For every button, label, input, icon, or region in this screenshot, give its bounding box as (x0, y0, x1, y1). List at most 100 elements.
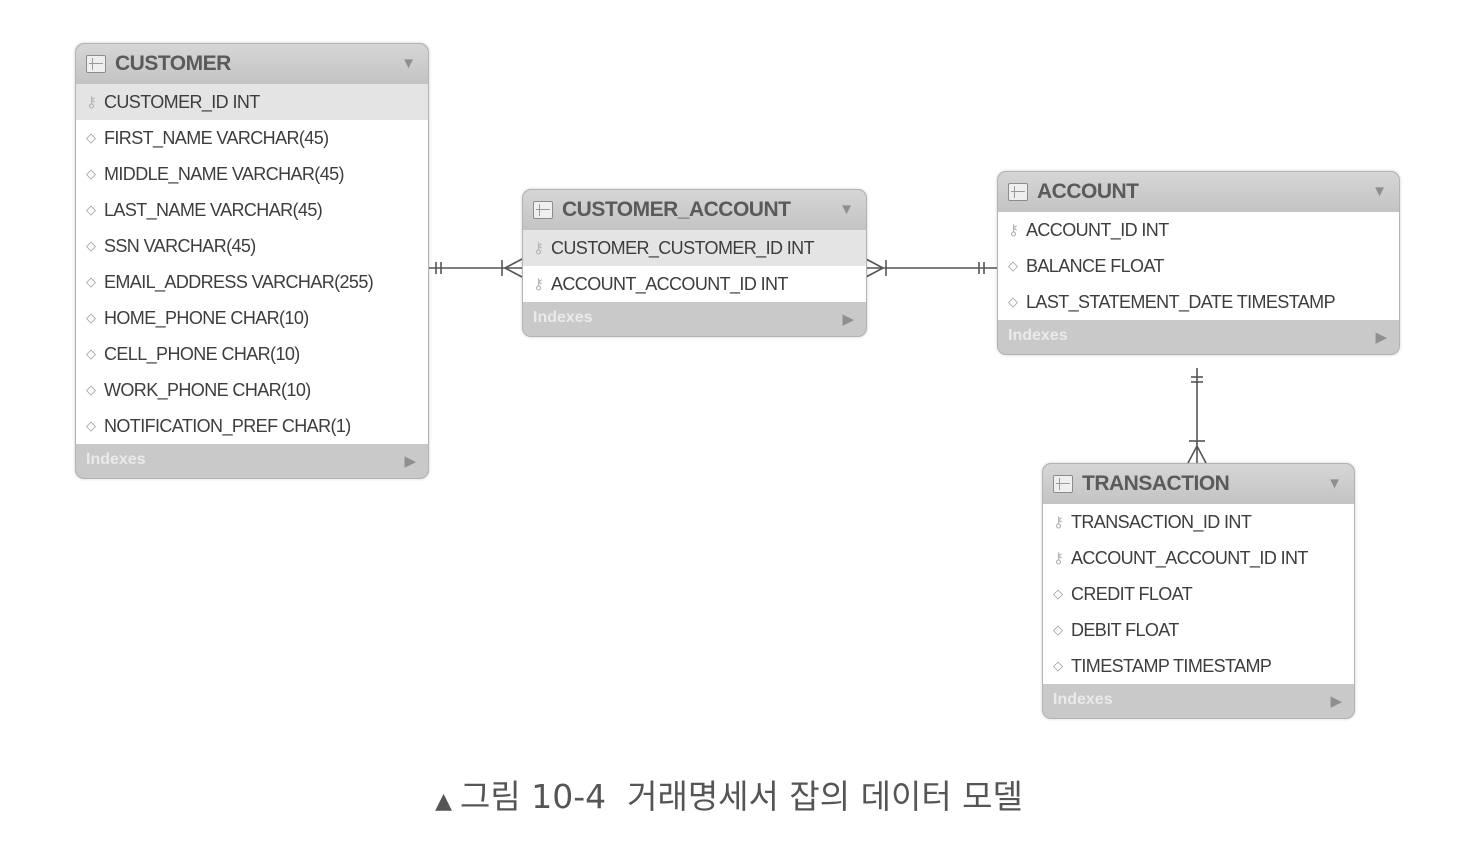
table-icon (1008, 183, 1028, 201)
field-label: ACCOUNT_ACCOUNT_ID INT (1071, 547, 1308, 568)
crows-foot (1187, 445, 1198, 464)
key-icon: ⚷ (533, 276, 544, 293)
field-row[interactable]: ◇ SSN VARCHAR(45) (76, 228, 428, 264)
collapse-triangle-icon[interactable]: ▼ (1372, 183, 1387, 200)
diamond-icon: ◇ (1008, 258, 1018, 273)
field-row[interactable]: ⚷ TRANSACTION_ID INT (1043, 504, 1354, 540)
diamond-icon: ◇ (1053, 622, 1063, 637)
field-row[interactable]: ◇ LAST_NAME VARCHAR(45) (76, 192, 428, 228)
field-row[interactable]: ◇EMAIL_ADDRESS VARCHAR(255) (76, 264, 428, 300)
caption-text: 그림 10-4 거래명세서 잡의 데이터 모델 (460, 777, 1023, 816)
entity-title: TRANSACTION (1082, 472, 1230, 495)
diamond-icon: ◇ (86, 418, 96, 433)
field-label: TRANSACTION_ID INT (1071, 511, 1252, 532)
figure-caption: ▲그림 10-4 거래명세서 잡의 데이터 모델 (0, 770, 1458, 818)
field-label: ACCOUNT_ACCOUNT_ID INT (551, 273, 788, 294)
field-row[interactable]: ⚷CUSTOMER_ID INT (76, 84, 428, 120)
table-icon (86, 55, 106, 73)
indexes-label: Indexes (533, 309, 593, 326)
field-list: ⚷ TRANSACTION_ID INT ⚷ ACCOUNT_ACCOUNT_ID … (1043, 504, 1354, 684)
field-row[interactable]: ◇MIDDLE_NAME VARCHAR(45) (76, 156, 428, 192)
field-label: WORK_PHONE CHAR(10) (104, 379, 311, 400)
field-list: ⚷ CUSTOMER_CUSTOMER_ID INT ⚷ ACCOUNT_ACCOU… (523, 230, 866, 302)
diamond-icon: ◇ (86, 346, 96, 361)
key-icon: ⚷ (86, 94, 97, 111)
diamond-icon: ◇ (86, 238, 96, 253)
indexes-bar[interactable]: Indexes ▶ (76, 444, 428, 478)
field-label: CREDIT FLOAT (1071, 583, 1193, 604)
table-icon (1053, 475, 1073, 493)
diamond-icon: ◇ (1008, 294, 1018, 309)
key-icon: ⚷ (533, 240, 544, 257)
field-label: LAST_NAME VARCHAR(45) (104, 199, 323, 220)
field-label: ACCOUNT_ID INT (1026, 219, 1169, 240)
diamond-icon: ◇ (1053, 586, 1063, 601)
field-row[interactable]: ⚷ CUSTOMER_CUSTOMER_ID INT (523, 230, 866, 266)
customer-entity-header[interactable]: CUSTOMER ▼ (76, 44, 428, 84)
field-row[interactable]: ◇ BALANCE FLOAT (998, 248, 1399, 284)
account-entity[interactable]: ACCOUNT ▼ ⚷ACCOUNT_ID INT ◇ BALANCE FLOAT… (997, 171, 1400, 355)
customer-account-entity-header[interactable]: CUSTOMER_ACCOUNT ▼ (523, 190, 866, 230)
field-label: TIMESTAMP TIMESTAMP (1071, 655, 1272, 676)
field-row[interactable]: ⚷ ACCOUNT_ACCOUNT_ID INT (523, 266, 866, 302)
field-label: CUSTOMER_CUSTOMER_ID INT (551, 237, 815, 258)
key-icon: ⚷ (1053, 514, 1064, 531)
indexes-bar[interactable]: Indexes ▶ (1043, 684, 1354, 718)
collapse-triangle-icon[interactable]: ▼ (839, 201, 854, 218)
field-label: HOME_PHONE CHAR(10) (104, 307, 309, 328)
collapse-triangle-icon[interactable]: ▼ (401, 55, 416, 72)
account-entity-header[interactable]: ACCOUNT ▼ (998, 172, 1399, 212)
indexes-label: Indexes (86, 451, 146, 468)
field-label: BALANCE FLOAT (1026, 255, 1165, 276)
crows-foot (865, 258, 884, 269)
diamond-icon: ◇ (86, 166, 96, 181)
crows-foot (504, 267, 523, 278)
collapse-triangle-icon[interactable]: ▼ (1327, 475, 1342, 492)
crows-foot (865, 267, 884, 278)
crows-foot (504, 258, 523, 269)
field-row[interactable]: ◇ HOME_PHONE CHAR(10) (76, 300, 428, 336)
key-icon: ⚷ (1053, 550, 1064, 567)
field-row[interactable]: ◇ FIRST_NAME VARCHAR(45) (76, 120, 428, 156)
field-row[interactable]: ⚷ACCOUNT_ID INT (998, 212, 1399, 248)
field-row[interactable]: ◇ NOTIFICATION_PREF CHAR(1) (76, 408, 428, 444)
field-label: LAST_STATEMENT_DATE TIMESTAMP (1026, 291, 1336, 312)
customer-entity[interactable]: CUSTOMER ▼ ⚷CUSTOMER_ID INT ◇ FIRST_NAME … (75, 43, 429, 479)
diamond-icon: ◇ (86, 202, 96, 217)
field-list: ⚷CUSTOMER_ID INT ◇ FIRST_NAME VARCHAR(45)… (76, 84, 428, 444)
expand-arrow-icon[interactable]: ▶ (404, 453, 416, 470)
field-row[interactable]: ◇ LAST_STATEMENT_DATE TIMESTAMP (998, 284, 1399, 320)
entity-title: ACCOUNT (1037, 180, 1139, 203)
expand-arrow-icon[interactable]: ▶ (842, 311, 854, 328)
field-label: SSN VARCHAR(45) (104, 235, 256, 256)
expand-arrow-icon[interactable]: ▶ (1375, 329, 1387, 346)
crows-foot (1196, 445, 1207, 464)
indexes-bar[interactable]: Indexes ▶ (998, 320, 1399, 354)
transaction-entity-header[interactable]: TRANSACTION ▼ (1043, 464, 1354, 504)
field-list: ⚷ACCOUNT_ID INT ◇ BALANCE FLOAT ◇ LAST_STA… (998, 212, 1399, 320)
entity-title: CUSTOMER (115, 52, 231, 75)
diamond-icon: ◇ (1053, 658, 1063, 673)
field-row[interactable]: ◇ CELL_PHONE CHAR(10) (76, 336, 428, 372)
field-label: EMAIL_ADDRESS VARCHAR(255) (104, 271, 374, 292)
entity-title: CUSTOMER_ACCOUNT (562, 198, 791, 221)
expand-arrow-icon[interactable]: ▶ (1330, 693, 1342, 710)
field-label: DEBIT FLOAT (1071, 619, 1179, 640)
indexes-label: Indexes (1008, 327, 1068, 344)
transaction-entity[interactable]: TRANSACTION ▼ ⚷ TRANSACTION_ID INT ⚷ ACCOU… (1042, 463, 1355, 719)
diamond-icon: ◇ (86, 310, 96, 325)
indexes-label: Indexes (1053, 691, 1113, 708)
customer-account-entity[interactable]: CUSTOMER_ACCOUNT ▼ ⚷ CUSTOMER_CUSTOMER_ID… (522, 189, 867, 337)
field-row[interactable]: ◇ TIMESTAMP TIMESTAMP (1043, 648, 1354, 684)
table-icon (533, 201, 553, 219)
field-label: FIRST_NAME VARCHAR(45) (104, 127, 329, 148)
field-row[interactable]: ◇ DEBIT FLOAT (1043, 612, 1354, 648)
field-row[interactable]: ◇WORK_PHONE CHAR(10) (76, 372, 428, 408)
indexes-bar[interactable]: Indexes ▶ (523, 302, 866, 336)
field-label: CELL_PHONE CHAR(10) (104, 343, 300, 364)
field-row[interactable]: ⚷ ACCOUNT_ACCOUNT_ID INT (1043, 540, 1354, 576)
field-label: NOTIFICATION_PREF CHAR(1) (104, 415, 351, 436)
diamond-icon: ◇ (86, 130, 96, 145)
field-row[interactable]: ◇ CREDIT FLOAT (1043, 576, 1354, 612)
